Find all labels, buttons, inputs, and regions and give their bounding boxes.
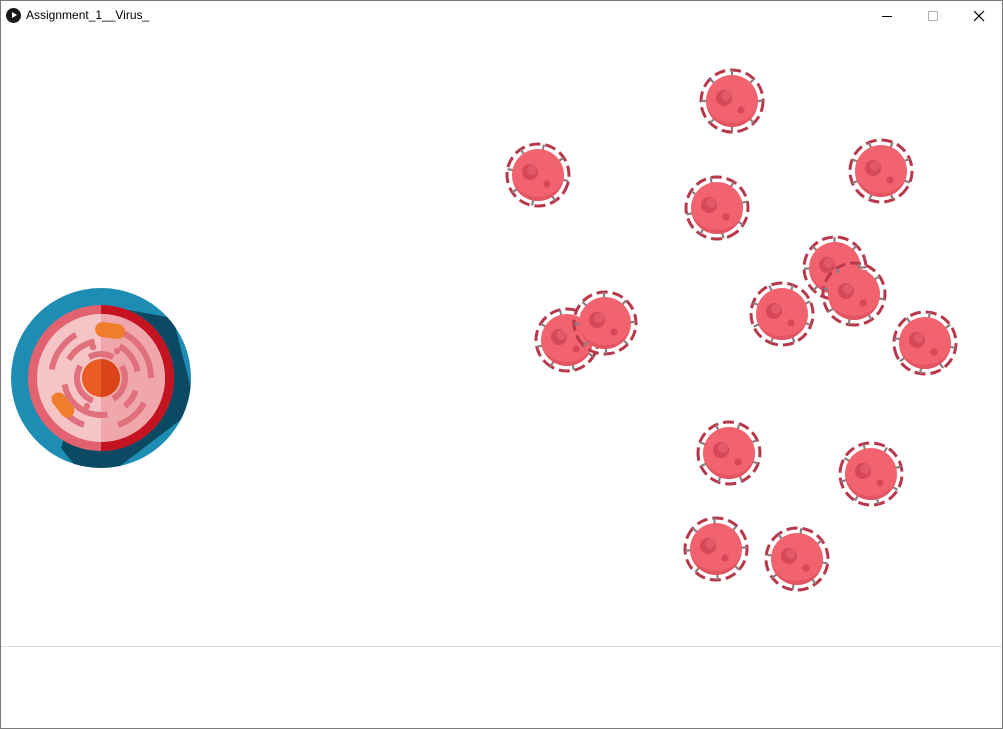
maximize-button[interactable]	[910, 1, 956, 31]
virus-icon	[684, 175, 750, 241]
virus-icon	[821, 261, 887, 327]
window-title: Assignment_1__Virus_	[26, 8, 150, 22]
play-icon	[6, 8, 21, 23]
virus-icon	[749, 281, 815, 347]
virus-icon	[699, 68, 765, 134]
close-icon	[974, 11, 985, 22]
minimize-button[interactable]	[864, 1, 910, 31]
sketch-canvas[interactable]	[1, 31, 1002, 647]
title-bar[interactable]: Assignment_1__Virus_	[1, 1, 1002, 31]
empty-area	[1, 647, 1002, 728]
cell-icon	[11, 288, 191, 468]
virus-icon	[534, 307, 600, 373]
virus-icon	[572, 290, 638, 356]
virus-icon	[892, 310, 958, 376]
virus-icon	[696, 420, 762, 486]
maximize-icon	[928, 11, 938, 21]
scene-svg	[11, 68, 958, 592]
close-button[interactable]	[956, 1, 1002, 31]
minimize-icon	[882, 16, 892, 17]
virus-icon	[764, 526, 830, 592]
canvas-divider	[1, 646, 1002, 647]
virus-icon	[848, 138, 914, 204]
virus-icon	[683, 516, 749, 582]
virus-icon	[505, 142, 571, 208]
virus-icon	[838, 441, 904, 507]
